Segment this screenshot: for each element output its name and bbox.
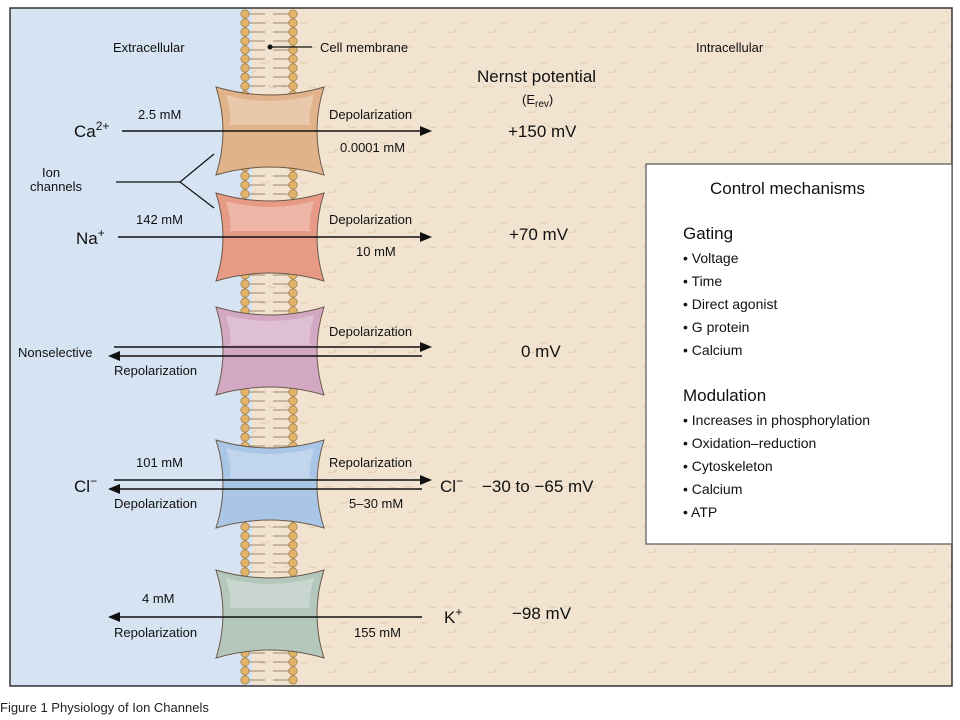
- k-effect: Repolarization: [114, 625, 197, 640]
- extracellular-label: Extracellular: [113, 40, 185, 55]
- lipid-pair: [240, 54, 298, 64]
- lipid-pair: [240, 279, 298, 289]
- k-nernst-value: −98 mV: [512, 604, 572, 623]
- ca-out-conc: 2.5 mM: [138, 107, 181, 122]
- lipid-pair: [240, 36, 298, 46]
- lipid-pair: [240, 549, 298, 559]
- lipid-pair: [240, 414, 298, 424]
- modulation-item: • Calcium: [683, 481, 742, 497]
- cl-in-conc: 5–30 mM: [349, 496, 403, 511]
- gating-item: • G protein: [683, 319, 749, 335]
- nonselective-nernst-value: 0 mV: [521, 342, 561, 361]
- cl-ion-label: Cl−: [74, 474, 97, 496]
- modulation-item: • Oxidation–reduction: [683, 435, 816, 451]
- gating-list: • Voltage • Time • Direct agonist • G prote…: [683, 250, 777, 358]
- control-box-frame: [645, 163, 953, 545]
- gating-item: • Calcium: [683, 342, 742, 358]
- gating-item: • Direct agonist: [683, 296, 777, 312]
- lipid-pair: [240, 666, 298, 676]
- k-in-conc: 155 mM: [354, 625, 401, 640]
- control-mechanisms-box: Control mechanisms Gating • Voltage • Tim…: [645, 163, 953, 545]
- k-out-conc: 4 mM: [142, 591, 175, 606]
- modulation-item: • Increases in phosphorylation: [683, 412, 870, 428]
- lipid-pair: [240, 657, 298, 667]
- lipid-pair: [240, 288, 298, 298]
- nernst-subtitle: (Erev): [522, 92, 553, 110]
- lipid-pair: [240, 522, 298, 532]
- ca-ion-label: Ca2+: [74, 119, 109, 141]
- na-effect: Depolarization: [329, 212, 412, 227]
- lipid-pair: [240, 180, 298, 190]
- lipid-pair: [240, 189, 298, 199]
- cl-right-label: Cl−: [440, 474, 463, 496]
- modulation-title: Modulation: [683, 386, 766, 405]
- ca-in-conc: 0.0001 mM: [340, 140, 405, 155]
- lipid-pair: [240, 63, 298, 73]
- nonselective-effect-bottom: Repolarization: [114, 363, 197, 378]
- membrane-pointer-dot: [267, 44, 273, 50]
- na-nernst-value: +70 mV: [509, 225, 569, 244]
- gating-title: Gating: [683, 224, 733, 243]
- lipid-pair: [240, 423, 298, 433]
- ca-effect: Depolarization: [329, 107, 412, 122]
- control-title: Control mechanisms: [710, 179, 865, 198]
- lipid-pair: [240, 387, 298, 397]
- modulation-item: • ATP: [683, 504, 717, 520]
- lipid-pair: [240, 18, 298, 28]
- k-channel: [215, 569, 325, 659]
- nonselective-effect-top: Depolarization: [329, 324, 412, 339]
- cell-membrane-label: Cell membrane: [320, 40, 408, 55]
- ca-nernst-value: +150 mV: [508, 122, 577, 141]
- lipid-pair: [240, 9, 298, 19]
- lipid-pair: [240, 81, 298, 91]
- nonselective-label: Nonselective: [18, 345, 92, 360]
- lipid-pair: [240, 531, 298, 541]
- lipid-pair: [240, 675, 298, 685]
- intracellular-label: Intracellular: [696, 40, 764, 55]
- lipid-pair: [240, 432, 298, 442]
- nonselective-channel: [215, 306, 325, 396]
- lipid-pair: [240, 45, 298, 55]
- na-in-conc: 10 mM: [356, 244, 396, 259]
- na-out-conc: 142 mM: [136, 212, 183, 227]
- gating-item: • Time: [683, 273, 722, 289]
- modulation-list: • Increases in phosphorylation • Oxidatio…: [683, 412, 870, 520]
- cl-out-conc: 101 mM: [136, 455, 183, 470]
- nernst-title: Nernst potential: [477, 67, 596, 86]
- cl-effect-top: Repolarization: [329, 455, 412, 470]
- cl-nernst-value: −30 to −65 mV: [482, 477, 594, 496]
- lipid-pair: [240, 396, 298, 406]
- k-ion-label: K+: [444, 605, 462, 627]
- lipid-pair: [240, 540, 298, 550]
- lipid-pair: [240, 558, 298, 568]
- lipid-pair: [240, 72, 298, 82]
- lipid-pair: [240, 27, 298, 37]
- gating-item: • Voltage: [683, 250, 739, 266]
- na-ion-label: Na+: [76, 226, 105, 248]
- cl-effect-bottom: Depolarization: [114, 496, 197, 511]
- cl-channel: [215, 439, 325, 529]
- modulation-item: • Cytoskeleton: [683, 458, 773, 474]
- lipid-pair: [240, 171, 298, 181]
- figure-caption: Figure 1 Physiology of Ion Channels: [0, 700, 209, 715]
- lipid-pair: [240, 297, 298, 307]
- lipid-pair: [240, 405, 298, 415]
